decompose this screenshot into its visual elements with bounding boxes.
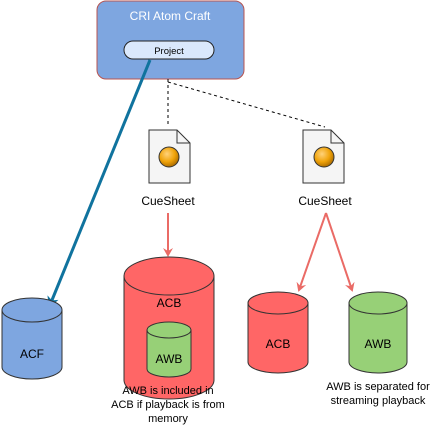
memory-note-line-3: memory bbox=[148, 413, 188, 425]
cuesheet-right: CueSheet bbox=[298, 129, 352, 208]
project-button[interactable]: Project bbox=[123, 40, 215, 60]
file-icon bbox=[148, 129, 191, 184]
acb-stream-label: ACB bbox=[266, 337, 291, 351]
file-icon bbox=[302, 129, 345, 184]
awb-embedded-cylinder: AWB bbox=[146, 321, 192, 378]
cuesheet-right-to-acb-arrow bbox=[296, 212, 327, 292]
cuesheet-left: CueSheet bbox=[141, 129, 195, 208]
project-button-label: Project bbox=[154, 46, 184, 57]
stream-note-line-2: streaming playback bbox=[331, 395, 426, 407]
cuesheet-right-to-awb-arrow bbox=[325, 212, 355, 292]
stream-note: AWB is separated for streaming playback bbox=[326, 381, 430, 407]
project-to-acf-arrow bbox=[47, 59, 152, 308]
memory-note-line-2: ACB if playback is from bbox=[111, 399, 225, 411]
awb-embedded-label: AWB bbox=[156, 352, 183, 366]
awb-stream-cylinder: AWB bbox=[348, 291, 408, 374]
awb-stream-label: AWB bbox=[365, 337, 392, 351]
atom-craft-box: CRI Atom Craft Project bbox=[96, 0, 245, 80]
acb-stream-cylinder: ACB bbox=[247, 291, 309, 374]
memory-note-line-1: AWB is included in bbox=[122, 385, 213, 397]
acf-cylinder: ACF bbox=[1, 297, 63, 380]
cuesheet-right-label: CueSheet bbox=[298, 194, 352, 208]
memory-note: AWB is included in ACB if playback is fr… bbox=[111, 385, 225, 425]
acf-label: ACF bbox=[20, 347, 44, 361]
cuesheet-left-label: CueSheet bbox=[141, 194, 195, 208]
acb-memory-label: ACB bbox=[157, 296, 182, 310]
app-title: CRI Atom Craft bbox=[130, 9, 211, 23]
stream-note-line-1: AWB is separated for bbox=[326, 381, 430, 393]
dashed-connector-right bbox=[167, 81, 326, 128]
